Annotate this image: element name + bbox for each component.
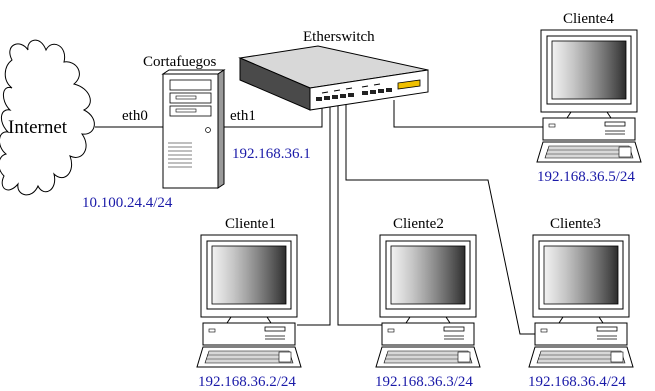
- ethernet-switch-icon: [238, 45, 429, 111]
- client-cliente4: Cliente4 192.168.36.5/24: [536, 11, 642, 185]
- cloud-icon: [0, 39, 95, 196]
- client-cliente2: Cliente2 192.168.36.3/24: [375, 216, 481, 390]
- firewall-ip-internal: 192.168.36.1: [232, 146, 311, 162]
- client-label: Cliente2: [393, 216, 444, 232]
- client-ip: 192.168.36.2/24: [198, 374, 296, 390]
- client-label: Cliente4: [563, 11, 614, 27]
- link-firewall-switch: [220, 100, 323, 128]
- desktop-computer-icon: [375, 234, 481, 368]
- firewall-eth0-label: eth0: [122, 108, 148, 124]
- client-ip: 192.168.36.4/24: [528, 374, 626, 390]
- firewall-device: Cortafuegos eth0 eth1 192.168.36.1 10.10…: [82, 54, 311, 211]
- link-switch-cliente2: [337, 100, 385, 326]
- ethernet-switch: Etherswitch: [238, 29, 429, 111]
- desktop-computer-icon: [528, 234, 634, 368]
- desktop-computer-icon: [196, 234, 302, 368]
- link-switch-cliente3: [345, 100, 536, 335]
- firewall-eth1-label: eth1: [230, 108, 256, 124]
- firewall-label: Cortafuegos: [143, 54, 216, 70]
- firewall-ip-external: 10.100.24.4/24: [82, 195, 173, 211]
- internet-cloud: Internet: [0, 39, 95, 196]
- internet-label: Internet: [8, 117, 68, 138]
- client-label: Cliente1: [225, 216, 276, 232]
- desktop-computer-icon: [536, 29, 642, 163]
- connection-lines: [95, 100, 545, 335]
- client-label: Cliente3: [550, 216, 601, 232]
- client-ip: 192.168.36.3/24: [375, 374, 473, 390]
- client-cliente3: Cliente3 192.168.36.4/24: [528, 216, 634, 390]
- server-tower-icon: [161, 69, 226, 189]
- link-switch-cliente4: [393, 100, 545, 128]
- client-cliente1: Cliente1 192.168.36.2/24: [196, 216, 302, 390]
- client-ip: 192.168.36.5/24: [537, 169, 635, 185]
- link-switch-cliente1: [297, 100, 331, 326]
- switch-label: Etherswitch: [303, 29, 375, 45]
